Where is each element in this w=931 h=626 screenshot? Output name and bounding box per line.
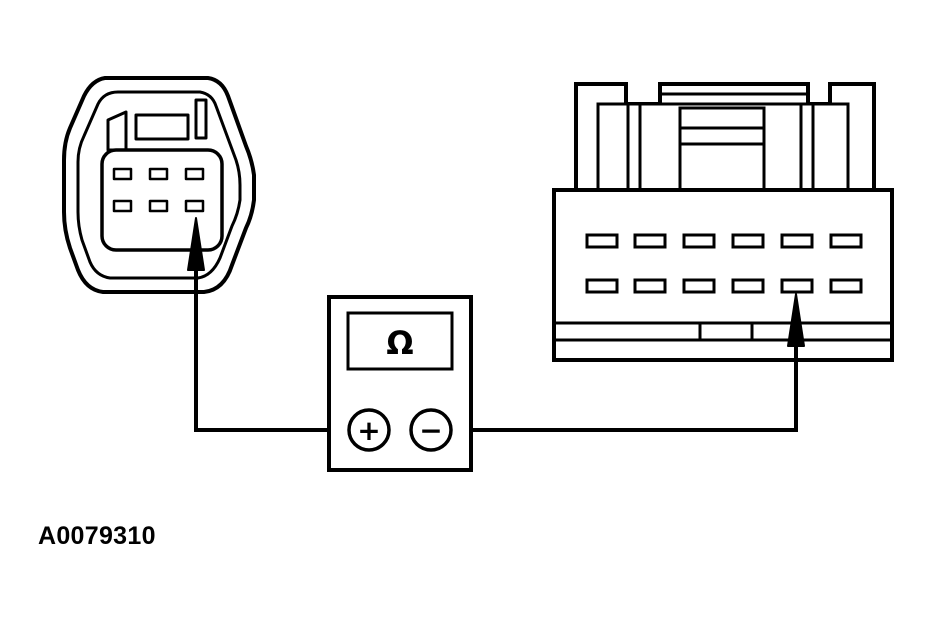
module-pin — [780, 233, 814, 249]
negative-terminal-label: − — [419, 414, 442, 447]
sensor-connector-latch — [134, 113, 190, 141]
positive-test-lead — [194, 270, 348, 432]
module-connector-center-block — [678, 106, 766, 192]
positive-terminal — [347, 408, 391, 452]
sensor-pin — [112, 199, 133, 213]
ohm-symbol: Ω — [386, 324, 413, 362]
module-pin — [585, 278, 619, 294]
ohmmeter: Ω + − — [327, 295, 473, 472]
sensor-pin — [148, 199, 169, 213]
module-pin — [633, 233, 667, 249]
sensor-pin-under-test — [184, 199, 205, 213]
sensor-connector-clip — [194, 98, 208, 140]
sensor-connector — [62, 76, 256, 294]
module-pin — [731, 233, 765, 249]
positive-terminal-label: + — [357, 414, 380, 447]
module-pin-under-test — [780, 278, 814, 294]
probe-tips — [187, 217, 805, 347]
module-connector — [552, 82, 894, 362]
module-pin — [731, 278, 765, 294]
module-connector-right-rail — [799, 102, 815, 192]
module-connector-left-rail — [626, 102, 642, 192]
sensor-connector-lock-tab — [106, 110, 128, 152]
negative-test-lead — [452, 345, 798, 432]
sensor-pin — [148, 167, 169, 181]
test-leads — [194, 270, 798, 432]
figure-id: A0079310 — [38, 522, 156, 550]
module-pin — [829, 233, 863, 249]
negative-terminal — [409, 408, 453, 452]
module-pin — [682, 278, 716, 294]
sensor-pin — [112, 167, 133, 181]
module-pin — [585, 233, 619, 249]
sensor-pin — [184, 167, 205, 181]
module-pin — [829, 278, 863, 294]
module-connector-body — [552, 188, 894, 362]
positive-probe-tip — [187, 217, 205, 271]
ohmmeter-display — [346, 311, 454, 371]
negative-probe-tip — [787, 293, 805, 347]
module-pin — [682, 233, 716, 249]
module-pin — [633, 278, 667, 294]
